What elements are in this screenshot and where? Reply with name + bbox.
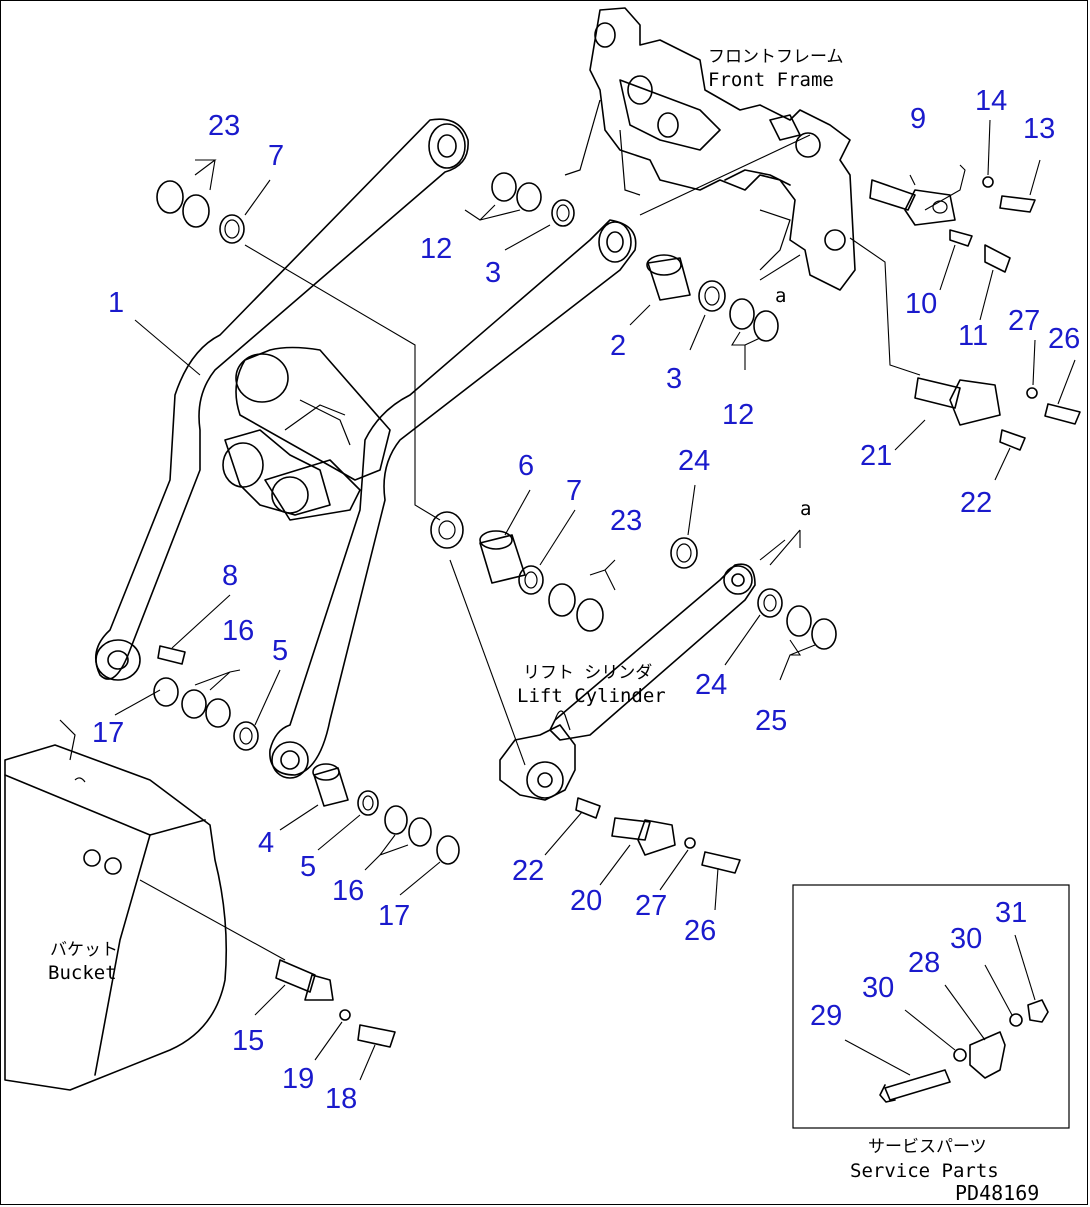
callout-5: 5 <box>272 635 288 667</box>
callout-22: 22 <box>512 855 544 887</box>
callout-26: 26 <box>1048 323 1080 355</box>
lift-arm-drawing <box>94 118 637 779</box>
callout-23: 23 <box>610 505 642 537</box>
callout-30: 30 <box>862 972 894 1004</box>
callout-24: 24 <box>678 445 710 477</box>
callout-2: 2 <box>610 330 626 362</box>
callout-7: 7 <box>268 140 284 172</box>
callout-13: 13 <box>1023 113 1055 145</box>
callout-21: 21 <box>860 440 892 472</box>
callout-16: 16 <box>222 615 254 647</box>
callout-27: 27 <box>1008 305 1040 337</box>
callout-30: 30 <box>950 923 982 955</box>
callout-25: 25 <box>755 705 787 737</box>
callout-29: 29 <box>810 1000 842 1032</box>
drawing-labels: フロントフレーム Front Frame リフト シリンダ Lift Cylin… <box>48 47 1039 1205</box>
callout-24: 24 <box>695 669 727 701</box>
callout-10: 10 <box>905 288 937 320</box>
callout-12: 12 <box>420 233 452 265</box>
callout-12: 12 <box>722 399 754 431</box>
bucket-jp-label: バケット <box>50 940 118 960</box>
service-parts-label: Service Parts <box>850 1160 999 1182</box>
callout-3: 3 <box>666 363 682 395</box>
callout-19: 19 <box>282 1063 314 1095</box>
service-parts-box <box>792 884 1070 1129</box>
callout-17: 17 <box>92 717 124 749</box>
callout-1: 1 <box>108 287 124 319</box>
callout-9: 9 <box>910 103 926 135</box>
callout-11: 11 <box>958 320 988 352</box>
callout-3: 3 <box>485 257 501 289</box>
callout-20: 20 <box>570 885 602 917</box>
callout-15: 15 <box>232 1025 264 1057</box>
callout-8: 8 <box>222 560 238 592</box>
callout-28: 28 <box>908 947 940 979</box>
callout-17: 17 <box>378 900 410 932</box>
lift-cylinder-jp-label: リフト シリンダ <box>523 663 652 683</box>
drawing-code: PD48169 <box>955 1181 1039 1205</box>
bucket-label: Bucket <box>48 962 117 984</box>
service-parts-jp-label: サービスパーツ <box>868 1137 987 1157</box>
lift-cylinder-label: Lift Cylinder <box>517 685 666 707</box>
callout-7: 7 <box>566 475 582 507</box>
reference-a-cylinder: a <box>800 498 811 520</box>
callout-27: 27 <box>635 890 667 922</box>
callout-23: 23 <box>208 110 240 142</box>
leader-lines <box>114 119 1076 1081</box>
lift-cylinder-drawing <box>499 563 756 801</box>
callout-14: 14 <box>975 85 1007 117</box>
reference-a-top: a <box>775 285 786 307</box>
callout-22: 22 <box>960 487 992 519</box>
part-callouts: 23 7 1 12 3 2 3 12 9 14 13 10 11 27 26 2… <box>92 85 1080 1115</box>
small-parts <box>153 172 1081 1048</box>
bucket-drawing <box>4 719 228 1091</box>
callout-31: 31 <box>995 897 1027 929</box>
callout-6: 6 <box>518 450 534 482</box>
callout-18: 18 <box>325 1083 357 1115</box>
front-frame-jp-label: フロントフレーム <box>708 47 844 67</box>
callout-5: 5 <box>300 851 316 883</box>
callout-4: 4 <box>258 827 274 859</box>
front-frame-label: Front Frame <box>708 69 834 91</box>
callout-16: 16 <box>332 875 364 907</box>
front-frame-drawing <box>564 7 856 291</box>
callout-26: 26 <box>684 915 716 947</box>
